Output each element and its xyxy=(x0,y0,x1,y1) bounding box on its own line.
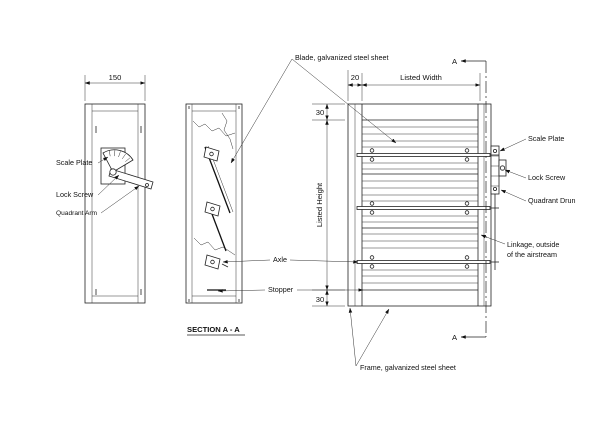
section-cut-line: A A xyxy=(452,57,487,342)
axle-label: Axle xyxy=(273,255,287,264)
quadrant-arm xyxy=(108,168,154,190)
right-scale-plate xyxy=(490,145,500,195)
linkage-label-line1: Linkage, outside xyxy=(507,240,559,249)
scale-plate-graduations xyxy=(491,155,499,187)
section-rivet-marks xyxy=(188,106,240,302)
lock-screw-leader xyxy=(504,169,527,179)
blade-tab xyxy=(221,263,229,268)
linkage-leader xyxy=(480,234,506,245)
scale-plate-leader xyxy=(97,156,109,164)
stopper-label: Stopper xyxy=(268,285,294,294)
scale-plate-graduations xyxy=(108,150,131,162)
axle-bar xyxy=(356,153,491,157)
blade-label: Blade, galvanized steel sheet xyxy=(295,53,389,62)
blade-bolt xyxy=(464,157,470,162)
blade-bolt xyxy=(369,264,375,269)
scale-plate-leader xyxy=(499,138,527,152)
center-callouts: Blade, galvanized steel sheet Axle Stopp… xyxy=(217,53,456,372)
side-scale-plate-label: Scale Plate xyxy=(56,158,92,167)
frame-width-dimension: 20 xyxy=(351,73,359,82)
axle-point xyxy=(209,151,214,157)
quadrant-drum-leader xyxy=(500,189,527,202)
break-line xyxy=(192,120,236,137)
side-width-dimension: 150 xyxy=(109,73,122,82)
section-title: SECTION A - A xyxy=(187,325,240,334)
blade-bolt xyxy=(464,255,470,260)
quadrant-drum-label: Quadrant Drun xyxy=(528,196,576,205)
axle-leader-line xyxy=(289,259,359,264)
axles xyxy=(356,148,491,269)
axle-bar xyxy=(356,206,491,210)
blade-section xyxy=(211,213,227,252)
blade-bolt xyxy=(369,148,375,153)
section-mark-top: A xyxy=(452,57,458,66)
width-dimensions: 20 Listed Width xyxy=(347,70,481,101)
frame-top-dimension: 30 xyxy=(316,108,324,117)
axle-point xyxy=(210,259,215,265)
plate-bolt xyxy=(492,186,497,191)
frame-label: Frame, galvanized steel sheet xyxy=(360,363,456,372)
listed-height-label: Listed Height xyxy=(315,182,324,227)
lock-screw xyxy=(109,168,117,176)
break-line xyxy=(221,112,234,150)
blade-bolt xyxy=(464,148,470,153)
plate-bolt xyxy=(492,148,497,153)
quadrant-arm-label: Quadrant Arm xyxy=(56,210,98,217)
blade-bolt xyxy=(369,255,375,260)
side-view: 150 Scale Plate Lock Screw Quadrant Arm xyxy=(56,73,154,304)
side-frame-outline xyxy=(84,103,146,304)
section-frame-outline xyxy=(185,103,243,304)
blade-lines xyxy=(362,126,478,284)
external-linkage-mechanism xyxy=(490,145,507,270)
blade-bolt xyxy=(464,264,470,269)
section-a-a-view xyxy=(185,103,243,304)
frame-leader-line xyxy=(348,307,357,367)
quadrant-arm-leader xyxy=(100,185,140,214)
right-scale-plate-label: Scale Plate xyxy=(528,134,564,143)
axle-bar xyxy=(356,260,491,264)
blade-leader-line xyxy=(291,58,397,144)
right-lock-screw-label: Lock Screw xyxy=(528,173,566,182)
frame-outline xyxy=(347,103,492,307)
blade-bolt xyxy=(464,210,470,215)
scale-plate xyxy=(102,149,134,173)
side-frame-rivet-marks xyxy=(95,126,142,295)
blade-leader-line xyxy=(230,58,293,164)
blade-bolt xyxy=(464,201,470,206)
axle-point xyxy=(210,206,215,212)
frame-leader-line xyxy=(355,308,390,367)
axle-leader-line xyxy=(222,259,271,264)
stopper-leader-line xyxy=(217,289,266,293)
listed-width-label: Listed Width xyxy=(400,73,442,82)
blade-bolt xyxy=(369,157,375,162)
blade-bolt xyxy=(369,201,375,206)
arm-pin xyxy=(145,183,149,187)
side-quadrant-mechanism xyxy=(100,147,154,190)
blade-bolt xyxy=(369,210,375,215)
lock-screw-leader xyxy=(97,174,120,196)
front-elevation-view xyxy=(347,103,492,307)
right-callouts: Scale Plate Lock Screw Quadrant Drun Lin… xyxy=(480,134,576,259)
section-mark-bottom: A xyxy=(452,333,458,342)
side-lock-screw-label: Lock Screw xyxy=(56,190,94,199)
linkage-label-line2: of the airstream xyxy=(507,250,557,259)
right-lock-screw xyxy=(499,165,506,171)
frame-bottom-dimension: 30 xyxy=(316,295,324,304)
